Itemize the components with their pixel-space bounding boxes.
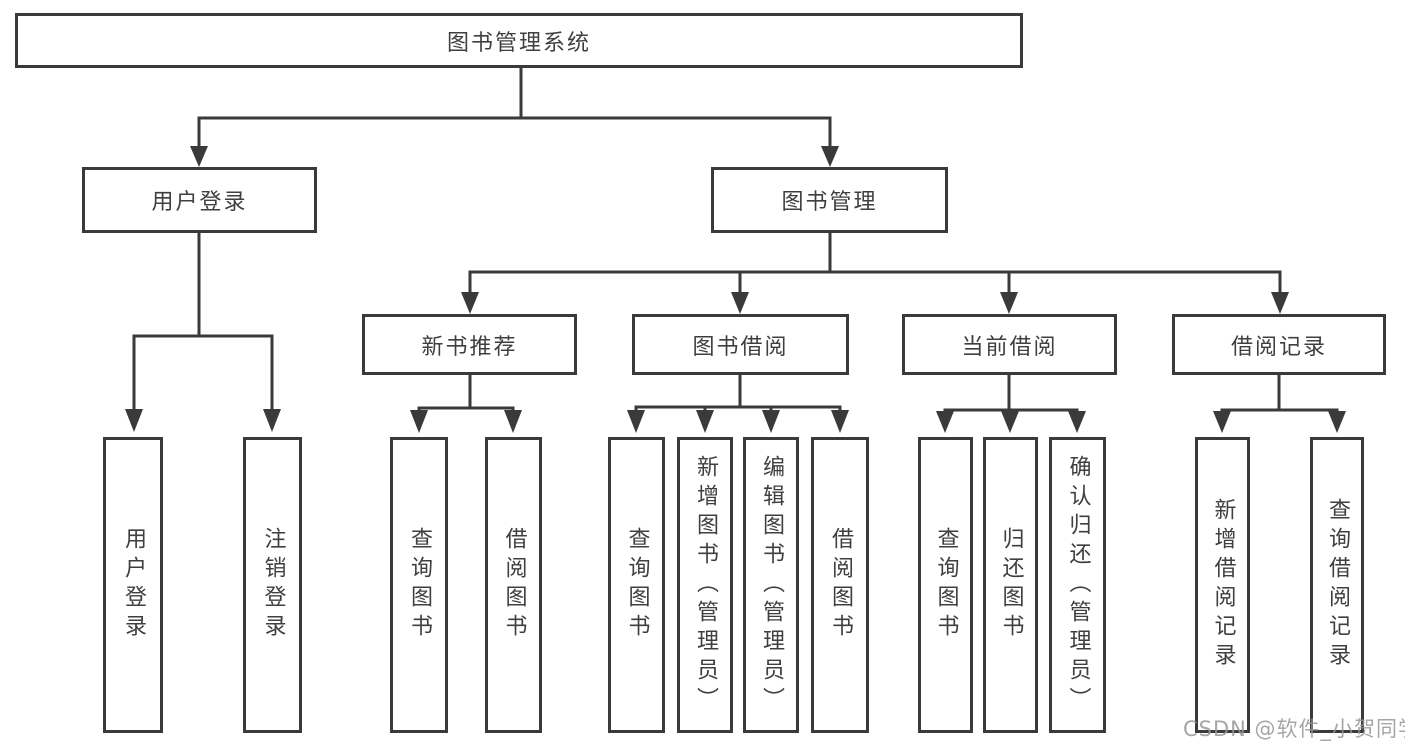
- csdn-watermark: CSDN @软件_小贺同学: [1183, 717, 1405, 741]
- leaf-logout: 注销登录: [243, 437, 302, 733]
- node-label: 新书推荐: [421, 334, 518, 360]
- leaf-label: 编辑图书（管理员）: [759, 454, 784, 716]
- node-label: 图书管理系统: [446, 30, 591, 56]
- leaf-edit-books-admin: 编辑图书（管理员）: [743, 437, 799, 733]
- leaf-borrow-books: 借阅图书: [811, 437, 869, 733]
- leaf-query-books-recommend: 查询图书: [390, 437, 448, 733]
- leaf-label: 借阅图书: [828, 527, 853, 643]
- node-label: 图书借阅: [692, 334, 789, 360]
- connector-newbook-group: [410, 375, 522, 433]
- node-library-system: 图书管理系统: [15, 13, 1023, 68]
- connector-root: [190, 68, 839, 167]
- connector-user-branch: [125, 233, 281, 432]
- node-label: 图书管理: [781, 190, 878, 215]
- leaf-label: 用户登录: [121, 527, 146, 643]
- leaf-query-books-borrow: 查询图书: [608, 437, 665, 733]
- leaf-label: 确认归还（管理员）: [1065, 454, 1091, 716]
- node-label: 用户登录: [151, 190, 248, 215]
- connector-borrow-group: [627, 375, 849, 433]
- leaf-query-borrow-record: 查询借阅记录: [1310, 437, 1364, 733]
- node-borrow-records: 借阅记录: [1172, 314, 1386, 375]
- leaf-return-books: 归还图书: [983, 437, 1038, 733]
- leaf-confirm-return-admin: 确认归还（管理员）: [1049, 437, 1106, 733]
- node-book-management: 图书管理: [711, 167, 948, 233]
- leaf-label: 借阅图书: [501, 527, 527, 643]
- node-current-borrow: 当前借阅: [902, 314, 1117, 375]
- leaf-label: 查询图书: [933, 527, 959, 643]
- leaf-label: 新增借阅记录: [1210, 498, 1236, 672]
- leaf-label: 查询借阅记录: [1325, 498, 1350, 672]
- node-user-login: 用户登录: [82, 167, 317, 233]
- leaf-label: 查询图书: [407, 527, 432, 643]
- leaf-label: 归还图书: [998, 527, 1024, 643]
- leaf-label: 查询图书: [624, 527, 650, 643]
- connector-current-group: [936, 375, 1086, 433]
- node-new-book-recommend: 新书推荐: [362, 314, 577, 375]
- leaf-add-books-admin: 新增图书（管理员）: [677, 437, 733, 733]
- leaf-label: 注销登录: [260, 527, 286, 643]
- node-label: 借阅记录: [1230, 334, 1327, 360]
- leaf-label: 新增图书（管理员）: [693, 454, 718, 716]
- leaf-user-login: 用户登录: [103, 437, 163, 733]
- connector-management-branch: [461, 233, 1289, 314]
- node-label: 当前借阅: [961, 334, 1058, 360]
- connector-records-group: [1213, 375, 1346, 433]
- leaf-query-books-current: 查询图书: [918, 437, 973, 733]
- leaf-borrow-books-recommend: 借阅图书: [485, 437, 542, 733]
- node-book-borrow: 图书借阅: [632, 314, 849, 375]
- leaf-add-borrow-record: 新增借阅记录: [1195, 437, 1250, 733]
